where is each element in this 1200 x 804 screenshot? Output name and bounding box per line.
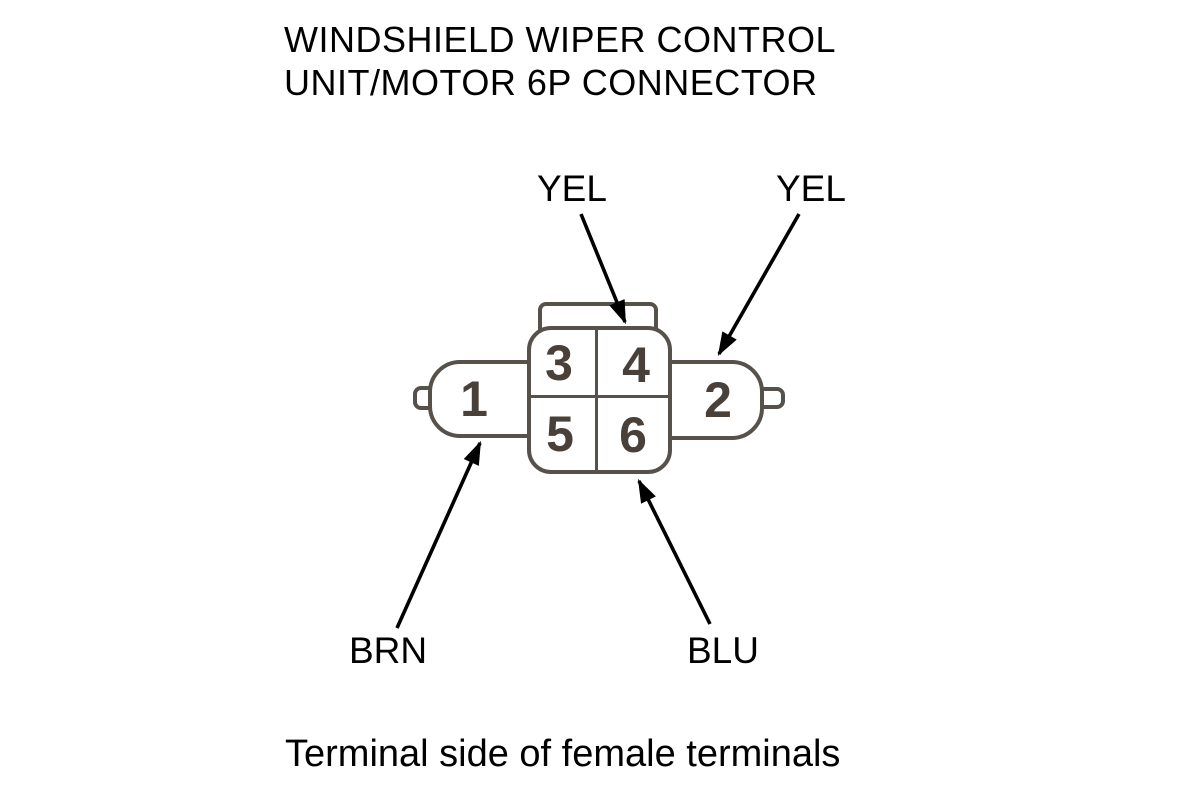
terminal-4-label: 4 [622, 337, 650, 393]
connector-left-wing [428, 360, 536, 438]
wire-label-yel-terminal-2: YEL [776, 168, 846, 209]
diagram-title: WINDSHIELD WIPER CONTROL UNIT/MOTOR 6P C… [284, 18, 836, 104]
arrow-yel-to-terminal-2 [717, 213, 801, 357]
terminal-3-label: 3 [545, 335, 573, 391]
arrow-brn-to-terminal-1 [395, 440, 482, 629]
wire-label-blu-terminal-6: BLU [687, 630, 759, 671]
diagram-title-line2: UNIT/MOTOR 6P CONNECTOR [284, 62, 818, 103]
terminal-6-label: 6 [619, 407, 647, 463]
terminal-2-label: 2 [704, 372, 732, 428]
terminal-divider-vertical [595, 330, 598, 470]
connector-body [527, 326, 672, 474]
diagram-title-line1: WINDSHIELD WIPER CONTROL [284, 19, 837, 60]
terminal-divider-horizontal [531, 395, 668, 398]
arrow-blu-to-terminal-6 [637, 478, 712, 625]
terminal-1-label: 1 [460, 371, 488, 427]
wire-label-brn-terminal-1: BRN [349, 630, 428, 671]
terminal-5-label: 5 [546, 406, 574, 462]
wire-label-yel-terminal-4: YEL [537, 168, 607, 209]
diagram-caption: Terminal side of female terminals [285, 733, 841, 775]
